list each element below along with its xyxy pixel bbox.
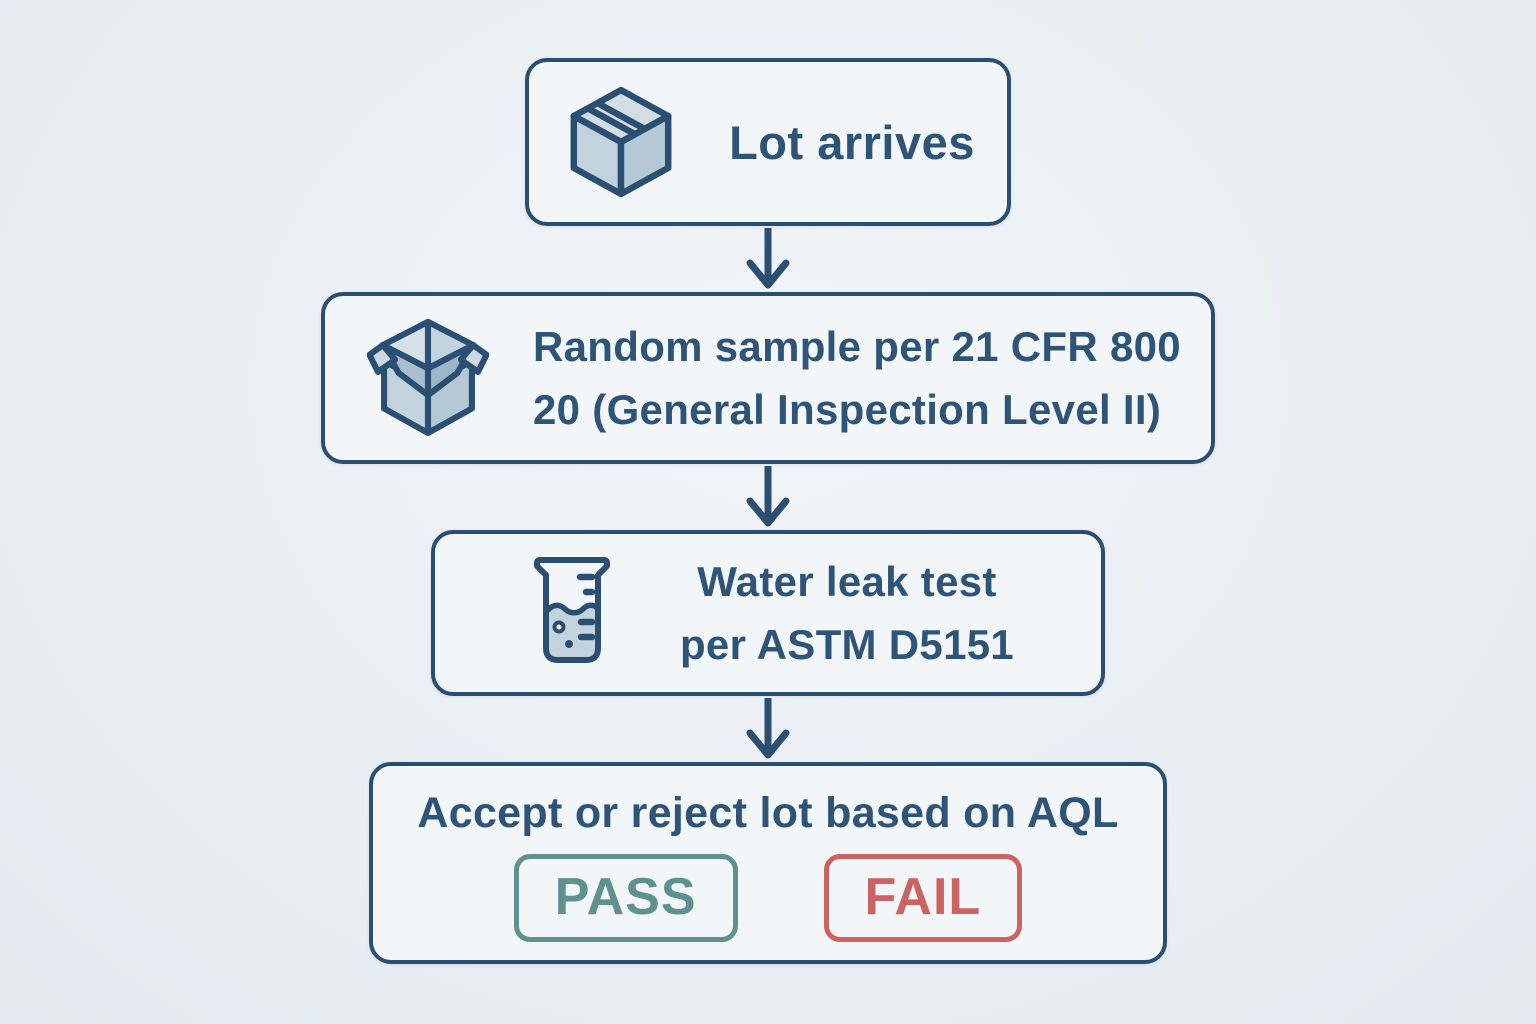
node-lot-arrives: Lot arrives [525, 58, 1011, 226]
arrow-down [740, 464, 796, 530]
label-line-2: per ASTM D5151 [679, 621, 1015, 668]
package-open-icon [367, 317, 489, 439]
decision-badges: PASS FAIL [513, 853, 1023, 942]
arrow-down [740, 696, 796, 762]
node-random-sample: Random sample per 21 CFR 800 20 (General… [321, 292, 1215, 464]
node-water-leak-test: Water leak test per ASTM D5151 [431, 530, 1105, 696]
arrow-down [740, 226, 796, 292]
package-closed-icon [561, 83, 681, 201]
fail-badge: FAIL [823, 853, 1023, 942]
node-label: Lot arrives [729, 115, 975, 169]
pass-badge: PASS [513, 853, 738, 942]
label-line-2: 20 (General Inspection Level II) [533, 386, 1162, 433]
label-line-1: Random sample per 21 CFR 800 [533, 323, 1181, 370]
label-line-1: Water leak test [697, 558, 997, 605]
node-label: Random sample per 21 CFR 800 20 (General… [533, 315, 1181, 441]
node-label: Accept or reject lot based on AQL [417, 788, 1119, 837]
node-accept-reject: Accept or reject lot based on AQL PASS F… [369, 762, 1167, 964]
node-label: Water leak test per ASTM D5151 [680, 550, 1014, 676]
beaker-icon [522, 552, 622, 674]
